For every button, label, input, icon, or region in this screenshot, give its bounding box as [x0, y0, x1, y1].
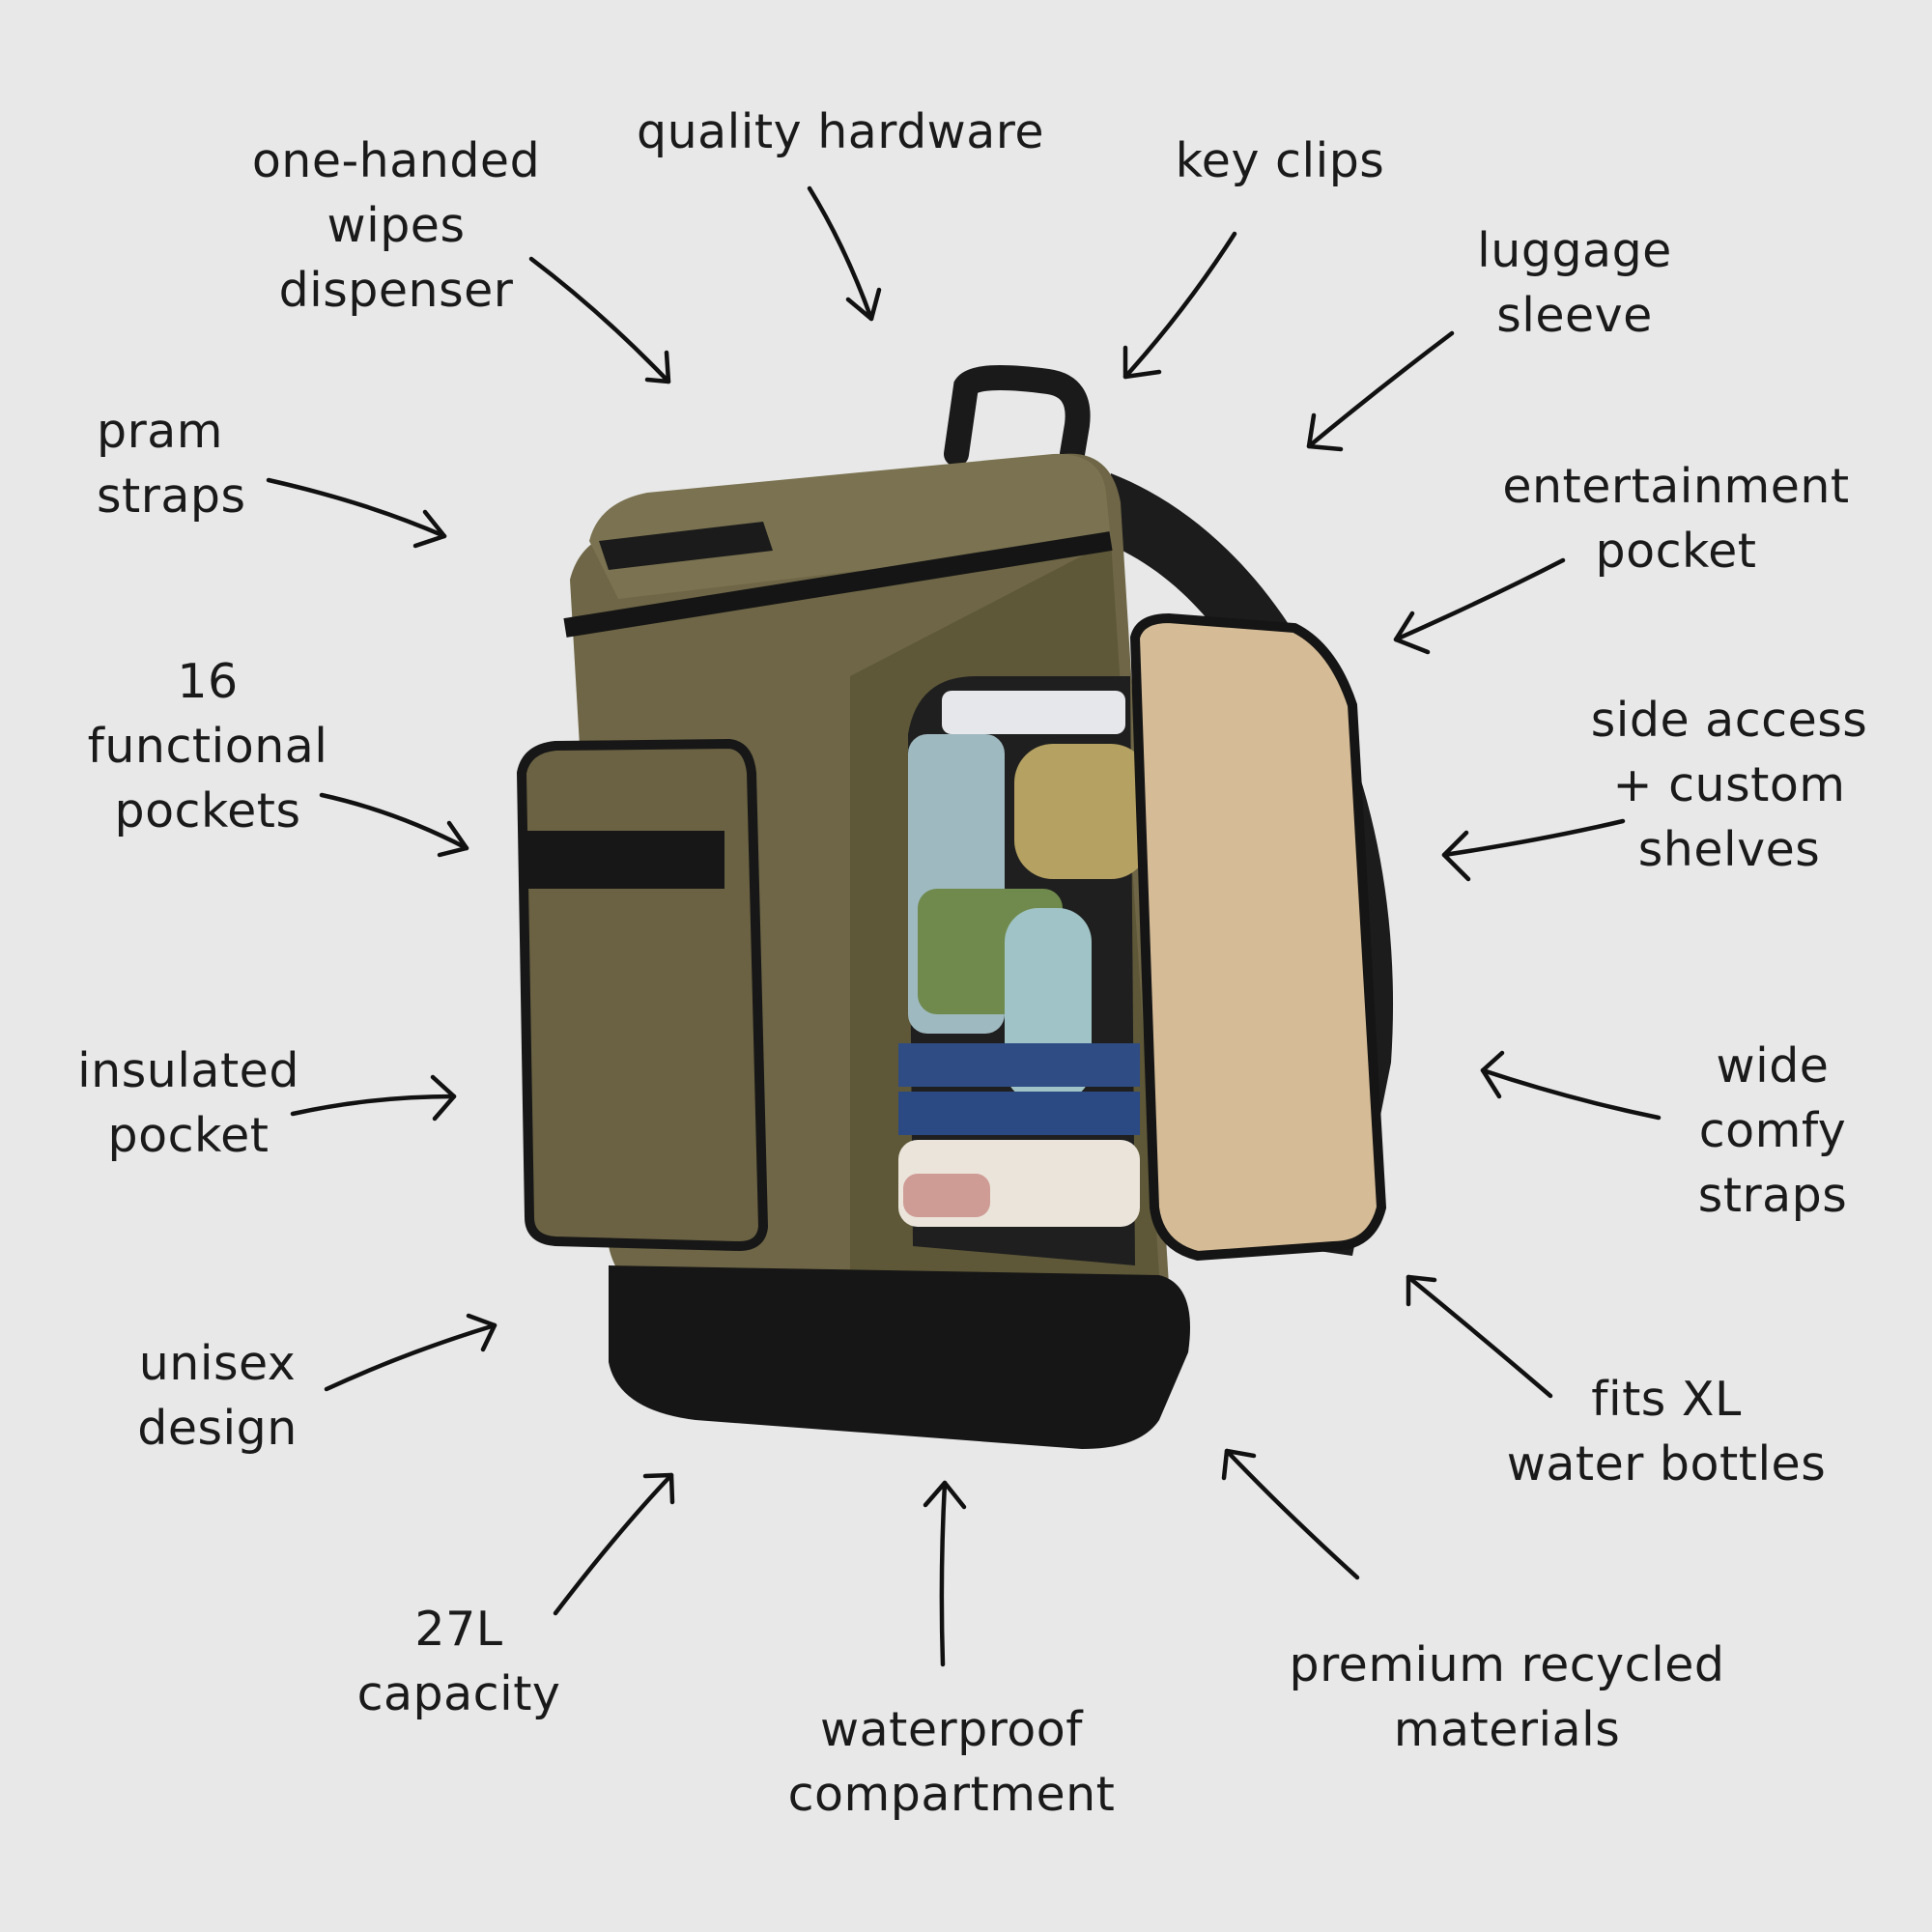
label-luggage-sleeve: luggage sleeve — [1477, 223, 1672, 343]
label-wide-comfy-straps: wide comfy straps — [1697, 1038, 1848, 1223]
arrow-side-access — [1441, 818, 1626, 882]
label-pram-straps: pram straps — [97, 404, 246, 524]
label-unisex-design: unisex design — [137, 1336, 298, 1456]
arrow-key-clips — [1122, 231, 1237, 380]
label-functional-pockets: 16 functional pockets — [87, 654, 328, 838]
arrow-capacity — [553, 1472, 675, 1616]
label-wipes-dispenser: one-handed wipes dispenser — [251, 133, 541, 318]
arrow-pram-straps — [266, 477, 447, 549]
arrow-wide-comfy-straps — [1480, 1050, 1662, 1121]
label-side-access: side access + custom shelves — [1590, 693, 1868, 877]
label-entertainment-pocket: entertainment pocket — [1502, 459, 1850, 579]
label-capacity: 27L capacity — [356, 1602, 561, 1721]
label-fits-xl-water-bottles: fits XL water bottles — [1506, 1372, 1827, 1492]
arrow-entertainment-pocket — [1393, 557, 1566, 655]
arrow-wipes-dispenser — [528, 256, 671, 384]
label-waterproof-compartment: waterproof compartment — [787, 1702, 1116, 1822]
arrow-functional-pockets — [319, 792, 469, 858]
arrow-luggage-sleeve — [1306, 330, 1455, 452]
arrow-unisex-design — [324, 1313, 497, 1392]
arrow-insulated-pocket — [290, 1074, 457, 1122]
label-key-clips: key clips — [1175, 133, 1385, 188]
arrow-premium-recycled — [1221, 1448, 1360, 1580]
arrow-fits-xl-water-bottles — [1406, 1274, 1553, 1399]
label-insulated-pocket: insulated pocket — [77, 1043, 299, 1163]
label-quality-hardware: quality hardware — [637, 104, 1044, 159]
arrow-waterproof-compartment — [923, 1480, 967, 1667]
arrow-quality-hardware — [807, 185, 882, 322]
label-premium-recycled-materials: premium recycled materials — [1289, 1637, 1725, 1757]
